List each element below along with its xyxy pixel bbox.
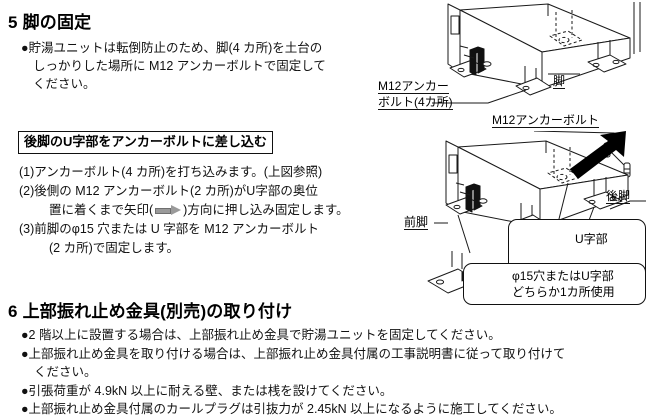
section-5-step-list: (1)アンカーボルト(4 カ所)を打ち込みます。(上図参照) (2)後側の M1… [19, 163, 349, 258]
step-3-line-1: (3)前脚のφ15 穴または U 字部を M12 アンカーボルト [19, 222, 319, 236]
step-2-text-before-arrow: 置に着くまで矢印( [49, 203, 154, 217]
section-6-bullet-3: ●引張荷重が 4.9kN 以上に耐える壁、または桟を設けてください。 [21, 383, 393, 398]
black-push-arrow-icon [570, 131, 626, 179]
callout-hole-or-u-line-1: φ15穴またはU字部 [512, 269, 614, 283]
step-2-line-2: 置に着くまで矢印( )方向に押し込み固定します。 [19, 201, 349, 220]
section-5-lead-line-1: ●貯湯ユニットは転倒防止のため、脚(4 カ所)を土台の [21, 41, 323, 55]
step-3-line-2: (2 カ所)で固定します。 [49, 241, 180, 255]
callout-u-shape-text: U字部 [575, 232, 608, 246]
callout-hole-or-u-line-2: どちらか1カ所使用 [512, 285, 615, 299]
step-2-text-after-arrow: )方向に押し込み固定します。 [183, 203, 349, 217]
step-2-line-1: (2)後側の M12 アンカーボルト(2 カ所)がU字部の奥位 [19, 184, 318, 198]
section-6-bullet-list: ●2 階以上に設置する場合は、上部振れ止め金具で貯湯ユニットを固定してください。… [21, 326, 565, 419]
section-5-lead-line-3: ください。 [33, 77, 96, 91]
section-5-heading: 5 脚の固定 [8, 13, 92, 32]
section-5-lead-bullet: ●貯湯ユニットは転倒防止のため、脚(4 カ所)を土台の しっかりした場所に M1… [21, 39, 326, 93]
tank-unit-leg-anchor-drawing-top [432, 2, 641, 104]
section-6-bullet-2-line-1: ●上部振れ止め金具を取り付ける場合は、上部振れ止め金具付属の工事説明書に従って取… [21, 346, 566, 361]
framed-subheading-text: 後脚のU字部をアンカーボルトに差し込む [24, 134, 267, 149]
section-6-bullet-1: ●2 階以上に設置する場合は、上部振れ止め金具で貯湯ユニットを固定してください。 [21, 328, 501, 342]
framed-subheading-box: 後脚のU字部をアンカーボルトに差し込む [18, 131, 273, 154]
illustration-top [430, 2, 650, 110]
label-m12-anchor-4-line-2: ボルト(4カ所) [378, 95, 453, 110]
label-rear-leg: 後脚 [606, 189, 631, 204]
section-6-bullet-2-line-2: ください。 [34, 365, 97, 379]
section-6-heading: 6 上部振れ止め金具(別売)の取り付け [8, 302, 293, 321]
section-6-bullet-2: ●上部振れ止め金具を取り付ける場合は、上部振れ止め金具付属の工事説明書に従って取… [21, 345, 565, 382]
label-m12-anchor: M12アンカーボルト [492, 113, 599, 128]
label-m12-anchor-4-line-1: M12アンカー [378, 79, 449, 94]
label-leg: 脚 [553, 74, 566, 89]
section-5-lead-line-2: しっかりした場所に M12 アンカーボルトで固定して [33, 59, 326, 73]
label-front-leg: 前脚 [404, 215, 429, 230]
section-6-bullet-4: ●上部振れ止め金具付属のカールプラグは引抜力が 2.45kN 以上になるように施… [21, 402, 562, 416]
right-arrow-icon [155, 205, 182, 216]
callout-hole-or-u: φ15穴またはU字部 どちらか1カ所使用 [463, 263, 646, 305]
step-1-line-1: (1)アンカーボルト(4 カ所)を打ち込みます。(上図参照) [19, 165, 323, 179]
